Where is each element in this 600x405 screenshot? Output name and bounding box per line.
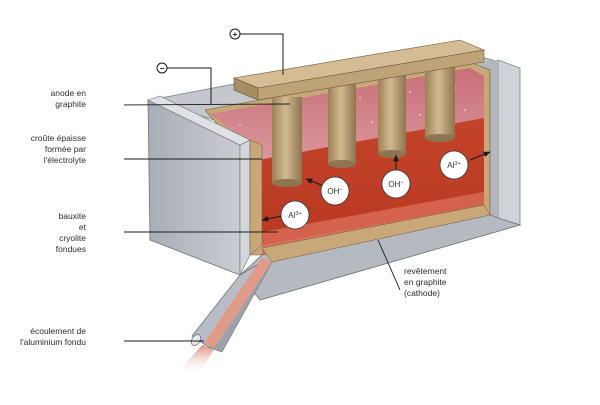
ion-al-left: Al3+: [280, 200, 310, 230]
leader-anode: [123, 103, 291, 106]
ion-arrows: [261, 151, 491, 222]
leader-lines: [123, 103, 401, 342]
leader-cathode: [377, 239, 401, 291]
ion-oh-2: OH−: [381, 169, 411, 199]
svg-text:Al3+: Al3+: [288, 211, 301, 220]
steel-shell-bottom: [239, 204, 522, 301]
ion-al-right: Al3+: [439, 150, 469, 180]
svg-text:−: −: [160, 64, 165, 73]
label-cathode: revêtement en graphite (cathode): [404, 266, 447, 298]
ion-oh-1: OH−: [320, 176, 350, 206]
label-anode: anode en graphite: [50, 88, 86, 109]
anode-rod: [272, 97, 302, 187]
anode-rod: [378, 70, 406, 158]
label-bath: bauxite et cryolite fondues: [55, 211, 86, 254]
aluminium-outflow-pipe: [180, 258, 273, 375]
label-outflow: écoulement de l'aluminium fondu: [20, 326, 86, 347]
svg-text:Al3+: Al3+: [447, 161, 460, 170]
label-crust: croûte épaisse formée par l'électrolyte: [30, 133, 86, 165]
anodes: [272, 58, 455, 187]
svg-text:+: +: [233, 30, 238, 39]
positive-terminal: +: [229, 28, 284, 75]
steel-shell-front: [147, 95, 263, 276]
negative-terminal: −: [156, 62, 212, 104]
svg-text:OH−: OH−: [327, 187, 342, 196]
anode-bus-bar: [232, 39, 486, 101]
anode-rod: [328, 82, 356, 168]
svg-text:OH−: OH−: [388, 180, 403, 189]
